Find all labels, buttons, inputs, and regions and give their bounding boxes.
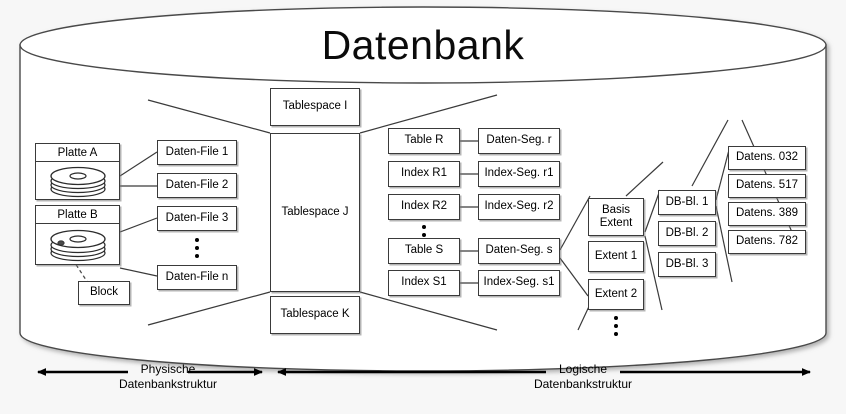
disk-platte-b[interactable]: Platte B — [35, 205, 120, 265]
record-032[interactable]: Datens. 032 — [728, 146, 806, 170]
axis-label-physical-line1: Physische — [140, 362, 196, 376]
segment-index-seg-r2[interactable]: Index-Seg. r2 — [478, 194, 560, 220]
connector-group-files-to-tablespaces — [147, 99, 271, 326]
disk-platte-a[interactable]: Platte A — [35, 143, 120, 200]
segment-daten-seg-s[interactable]: Daten-Seg. s — [478, 238, 560, 264]
data-file-2[interactable]: Daten-File 2 — [157, 173, 237, 198]
extent-1[interactable]: Extent 1 — [588, 241, 644, 272]
record-517[interactable]: Datens. 517 — [728, 174, 806, 198]
db-block-3[interactable]: DB-Bl. 3 — [658, 252, 716, 277]
db-block-2[interactable]: DB-Bl. 2 — [658, 221, 716, 246]
object-table-r[interactable]: Table R — [388, 128, 460, 154]
data-file-3[interactable]: Daten-File 3 — [157, 206, 237, 231]
disk-platte-b-label: Platte B — [36, 206, 119, 224]
data-files-ellipsis — [190, 238, 204, 262]
axis-label-logical-line2: Datenbankstruktur — [533, 377, 633, 391]
data-file-n[interactable]: Daten-File n — [157, 265, 237, 290]
tablespace-j[interactable]: Tablespace J — [270, 133, 360, 292]
disk-platter-icon — [36, 223, 119, 264]
block-box[interactable]: Block — [78, 281, 130, 305]
axis-label-logical: Logische Datenbankstruktur — [503, 362, 663, 392]
connector-group-objects-to-segments — [460, 140, 478, 284]
object-index-r1[interactable]: Index R1 — [388, 161, 460, 187]
connector-group-extent-to-blocks — [625, 161, 664, 311]
disk-platter-icon — [36, 161, 119, 199]
axis-label-physical: Physische Datenbankstruktur — [88, 362, 248, 392]
tablespace-k[interactable]: Tablespace K — [270, 296, 360, 334]
connector-group-tablespace-to-objects — [359, 94, 498, 331]
extent-basis-label-line2: Extent — [599, 217, 633, 229]
axis-label-logical-line1: Logische — [558, 362, 608, 376]
record-389[interactable]: Datens. 389 — [728, 202, 806, 226]
page-title: Datenbank — [321, 22, 525, 68]
object-index-r2[interactable]: Index R2 — [388, 194, 460, 220]
extent-2[interactable]: Extent 2 — [588, 279, 644, 310]
db-block-1[interactable]: DB-Bl. 1 — [658, 190, 716, 215]
tablespace-i[interactable]: Tablespace I — [270, 88, 360, 126]
extents-ellipsis — [609, 316, 623, 340]
segment-index-seg-r1[interactable]: Index-Seg. r1 — [478, 161, 560, 187]
object-index-s1[interactable]: Index S1 — [388, 270, 460, 296]
segment-index-seg-s1[interactable]: Index-Seg. s1 — [478, 270, 560, 296]
disk-platte-a-label: Platte A — [36, 144, 119, 162]
data-file-1[interactable]: Daten-File 1 — [157, 140, 237, 165]
record-782[interactable]: Datens. 782 — [728, 230, 806, 254]
extent-basis-label-line1: Basis — [601, 204, 631, 217]
object-table-s[interactable]: Table S — [388, 238, 460, 264]
extent-basis[interactable]: Basis Extent — [588, 198, 644, 236]
segment-daten-seg-r[interactable]: Daten-Seg. r — [478, 128, 560, 154]
axis-label-physical-line2: Datenbankstruktur — [118, 377, 218, 391]
connector-group-disks-to-files — [119, 151, 158, 277]
